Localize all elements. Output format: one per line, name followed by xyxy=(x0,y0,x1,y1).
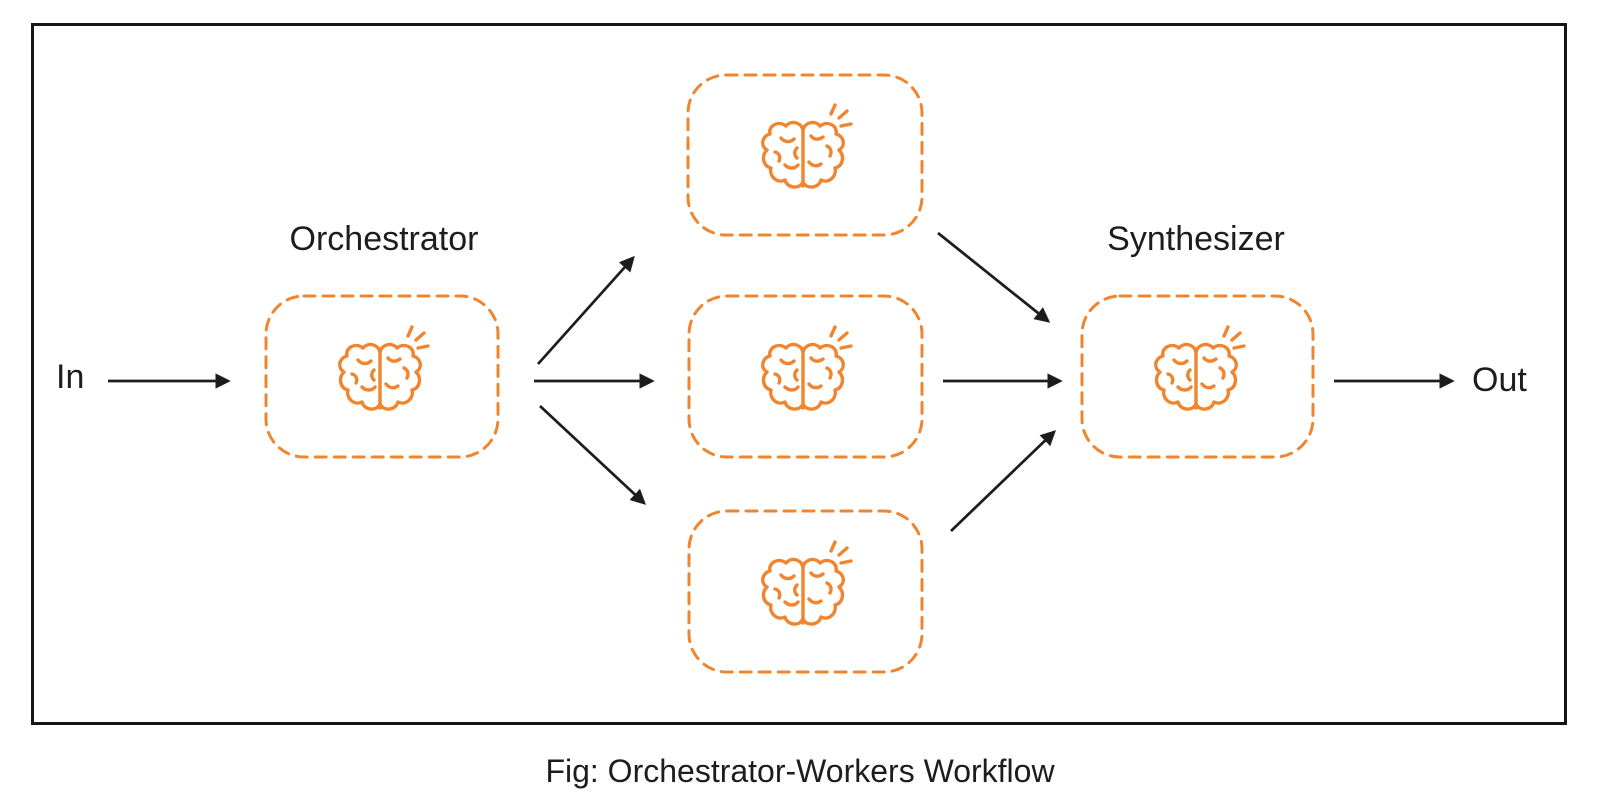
brain-sparkle-icon xyxy=(338,325,430,411)
orchestrator-label: Orchestrator xyxy=(289,220,479,258)
diagram-frame xyxy=(31,23,1567,725)
arrow-orchestrator-to-worker-3 xyxy=(539,404,647,505)
brain-sparkle-icon xyxy=(761,540,853,626)
arrow-orchestrator-to-worker-1 xyxy=(536,255,635,365)
arrow-worker-3-to-synthesizer xyxy=(950,430,1056,532)
figure-caption: Fig: Orchestrator-Workers Workflow xyxy=(545,753,1055,789)
synthesizer-label: Synthesizer xyxy=(1107,220,1285,258)
output-label: Out xyxy=(1472,361,1527,399)
orchestrator-box xyxy=(264,294,500,459)
synthesizer-box xyxy=(1080,294,1315,459)
brain-sparkle-icon xyxy=(761,325,853,411)
input-label: In xyxy=(56,358,85,396)
worker-box-2 xyxy=(687,294,924,459)
worker-box-1 xyxy=(686,73,924,237)
worker-box-3 xyxy=(687,509,924,674)
arrow-worker-1-to-synthesizer xyxy=(937,231,1051,323)
brain-sparkle-icon xyxy=(1154,325,1246,411)
brain-sparkle-icon xyxy=(761,103,853,189)
